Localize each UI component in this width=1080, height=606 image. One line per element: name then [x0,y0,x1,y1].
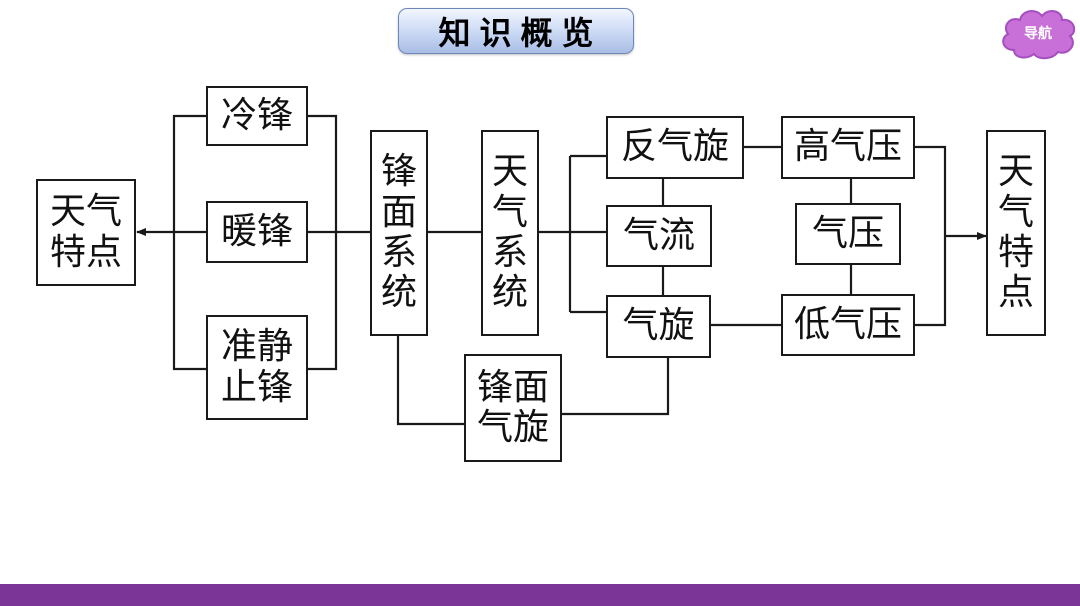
page-title-text: 知识概览 [438,14,603,52]
warm-front: 暖锋 [206,201,308,263]
anticyclone: 反气旋 [606,116,744,179]
weather-system: 天 气 系 统 [481,130,539,336]
cyclone-label: 气旋 [622,305,695,347]
nav-label: 导航 [1024,26,1052,42]
weather-features-left-line2: 特点 [49,231,122,273]
airflow: 气流 [606,205,712,267]
weather-features-right-char4: 点 [997,272,1034,314]
frontal-cyclone-line2: 气旋 [476,407,549,448]
air-pressure-label: 气压 [811,212,884,254]
frontal-cyclone-to-cyclone [562,358,670,416]
page-title: 知识概览 [398,8,634,54]
frontal-system-char2: 面 [380,191,417,233]
weather-system-char1: 天 [491,151,528,193]
cold-front-label: 冷锋 [220,94,293,136]
anticyclone-label: 反气旋 [620,126,729,168]
warm-front-label: 暖锋 [220,210,293,252]
fronts-bracket-left [172,114,206,371]
high-pressure-label: 高气压 [793,126,902,168]
pressure-bracket-right [915,145,947,327]
low-pressure: 低气压 [781,294,915,356]
weather-features-left: 天气 特点 [36,179,136,286]
fronts-bracket-right [308,114,338,371]
cold-front: 冷锋 [206,86,308,146]
weather-features-right-char1: 天 [997,151,1034,193]
weather-features-right-char2: 气 [997,191,1034,233]
stationary-front: 准静 止锋 [206,315,308,420]
low-pressure-label: 低气压 [793,303,902,345]
weather-system-char4: 统 [491,272,528,314]
stationary-front-line1: 准静 [220,326,293,368]
weather-features-right: 天 气 特 点 [986,130,1046,336]
weather-features-left-line1: 天气 [49,191,122,233]
footer-bar [0,584,1080,606]
frontal-system: 锋 面 系 统 [370,130,428,336]
weather-features-right-char3: 特 [997,232,1034,273]
weather-system-char3: 系 [491,232,528,273]
stationary-front-line2: 止锋 [220,366,293,408]
frontal-system-char3: 系 [380,232,417,273]
frontal-cyclone: 锋面 气旋 [464,354,562,462]
cloud-icon [1002,10,1076,60]
air-pressure: 气压 [795,203,901,265]
frontal-system-char4: 统 [380,272,417,314]
frontal-system-char1: 锋 [380,151,417,193]
airflow-label: 气流 [622,214,695,256]
weather-system-char2: 气 [491,191,528,233]
cyclone: 气旋 [606,295,711,358]
frontal-cyclone-line1: 锋面 [476,366,549,408]
frontal-system-down [396,336,464,426]
high-pressure: 高气压 [781,116,915,179]
nav-button[interactable]: 导航 [996,4,1080,62]
